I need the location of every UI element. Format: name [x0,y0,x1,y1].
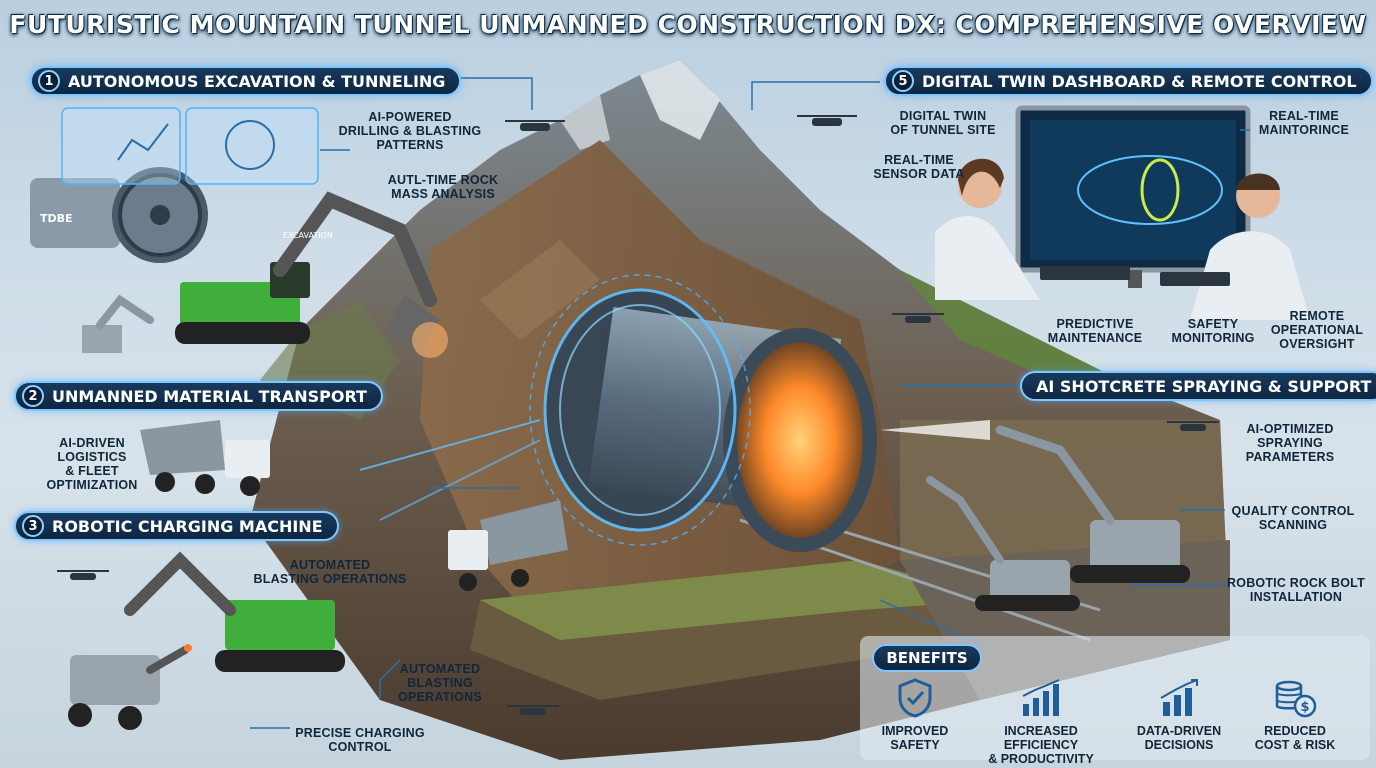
section-label: ROBOTIC CHARGING MACHINE [52,516,323,536]
coins-dollar-icon: $ [1275,680,1317,718]
label-precise-charging: PRECISE CHARGING CONTROL [295,726,425,754]
excavator-top [175,191,440,350]
rockbolt-robot [926,476,1080,611]
holo-panels-left [61,107,319,185]
section-number: 3 [22,515,44,537]
section-material-transport: 2 UNMANNED MATERIAL TRANSPORT [14,381,383,411]
shotcrete-robot [995,425,1190,583]
section-number: 2 [22,385,44,407]
section-digital-twin: 5 DIGITAL TWIN DASHBOARD & REMOTE CONTRO… [884,66,1373,96]
section-label: DIGITAL TWIN DASHBOARD & REMOTE CONTROL [922,71,1357,91]
label-digital-twin-site: DIGITAL TWIN OF TUNNEL SITE [890,109,996,137]
label-realtime-maintenance: REAL-TIME MAINTORINCE [1258,109,1350,137]
label-spraying-parameters: AI-OPTIMIZED SPRAYING PARAMETERS [1245,422,1335,464]
drone [57,115,1219,715]
tbm-side-label: TDBE [40,212,73,225]
label-sensor-data: REAL-TIME SENSOR DATA [873,153,965,181]
growth-chart-icon [1160,679,1198,716]
bar-chart-icon [1022,679,1060,716]
section-label: AI SHOTCRETE SPRAYING & SUPPORT [1036,376,1372,396]
excavator-bottom [124,551,345,672]
label-predictive-maintenance: PREDICTIVE MAINTENANCE [1047,317,1143,345]
benefit-label: REDUCED COST & RISK [1254,724,1336,752]
section-robotic-charging: 3 ROBOTIC CHARGING MACHINE [14,511,339,541]
benefit-efficiency: INCREASED EFFICIENCY & PRODUCTIVITY [966,678,1116,766]
robot-arm-left [82,294,154,353]
benefits-heading: BENEFITS [872,644,982,672]
label-remote-oversight: REMOTE OPERATIONAL OVERSIGHT [1270,309,1364,351]
tunnel-tube [359,274,877,552]
benefit-data-driven: DATA-DRIVEN DECISIONS [1104,678,1254,752]
page-title: FUTURISTIC MOUNTAIN TUNNEL UNMANNED CONS… [9,10,1367,39]
label-automated-blasting-1: AUTOMATED BLASTING OPERATIONS [253,558,407,586]
label-quality-control: QUALITY CONTROL SCANNING [1231,504,1355,532]
label-drilling-patterns: AI-POWERED DRILLING & BLASTING PATTERNS [338,110,482,152]
shield-check-icon [898,678,932,718]
connector-lines [250,77,1250,729]
charging-robot [68,644,192,730]
section-autonomous-excavation: 1 AUTONOMOUS EXCAVATION & TUNNELING [30,66,462,96]
benefit-label: IMPROVED SAFETY [881,724,949,752]
label-rock-bolt: ROBOTIC ROCK BOLT INSTALLATION [1227,576,1365,604]
benefit-reduced-cost: $ REDUCED COST & RISK [1220,678,1370,752]
section-number: 1 [38,70,60,92]
excavator-side-label: EXCAVATION [283,231,333,240]
tbm-machine [30,167,208,263]
label-logistics: AI-DRIVEN LOGISTICS & FLEET OPTIMIZATION [46,436,138,492]
dump-truck-center [448,500,568,591]
benefits-panel-bg [860,636,1370,760]
section-label: UNMANNED MATERIAL TRANSPORT [52,386,367,406]
dump-truck-left [140,420,270,496]
section-shotcrete: AI SHOTCRETE SPRAYING & SUPPORT [1020,371,1376,401]
benefit-improved-safety: IMPROVED SAFETY [840,678,990,752]
benefit-label: INCREASED EFFICIENCY & PRODUCTIVITY [988,724,1094,766]
label-safety-monitoring: SAFETY MONITORING [1171,317,1255,345]
label-automated-blasting-2: AUTOMATED BLASTING OPERATIONS [398,662,482,704]
section-label: AUTONOMOUS EXCAVATION & TUNNELING [68,71,446,91]
shotcrete-spray [880,420,990,440]
svg-text:$: $ [1300,700,1309,715]
label-rock-mass-analysis: AUTL-TIME ROCK MASS ANALYSIS [387,173,499,201]
benefit-label: DATA-DRIVEN DECISIONS [1136,724,1222,752]
control-room [935,105,1310,320]
section-number: 5 [892,70,914,92]
